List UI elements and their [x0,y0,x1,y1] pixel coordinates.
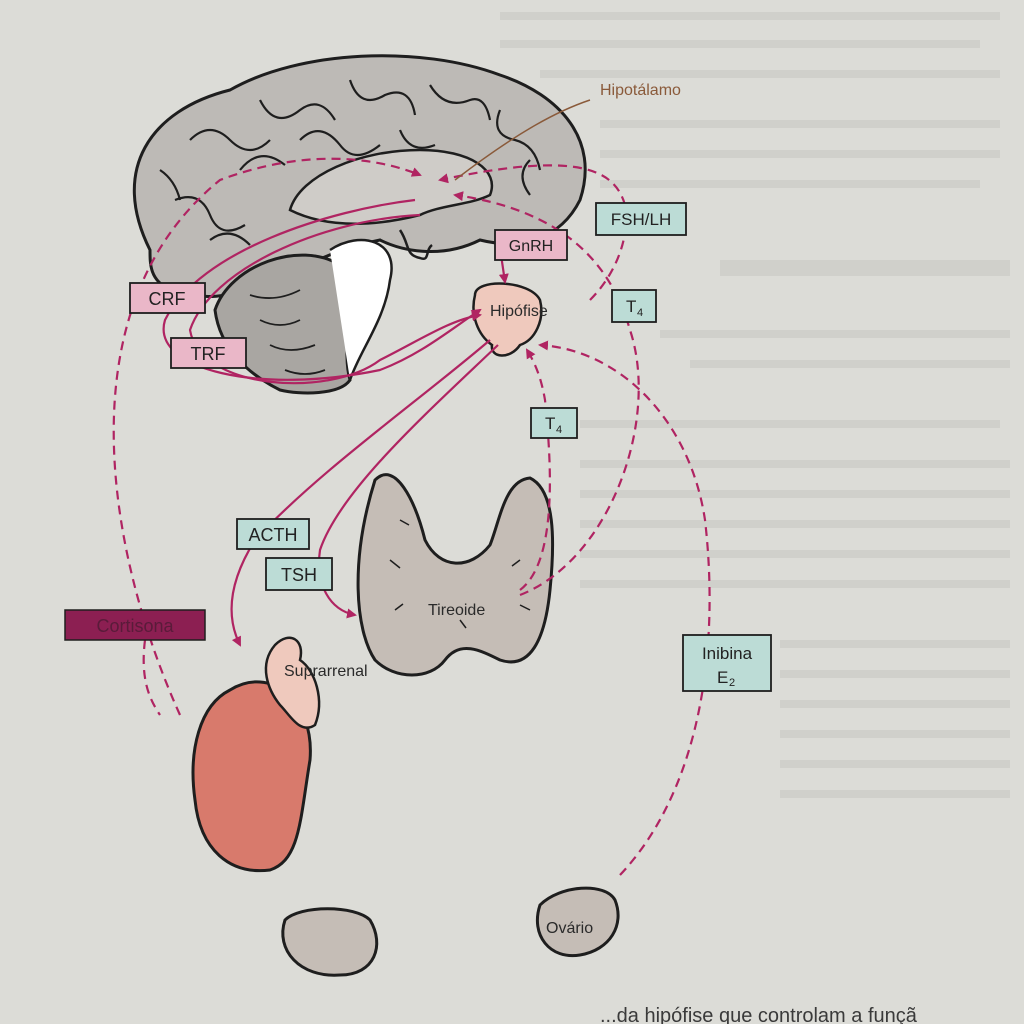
box-fsh-lh-label: FSH/LH [611,210,671,229]
pituitary-gland [472,282,543,357]
thyroid-gland [356,473,555,677]
label-hipotalamo: Hipotálamo [600,82,681,99]
box-cortisona-label: Cortisona [96,616,174,636]
box-t4-top-label: T [626,297,636,316]
label-hipofise: Hipófise [490,303,548,320]
ovary-right [535,886,620,958]
box-tsh: TSH [265,557,333,591]
hypothalamus-leader-line [454,99,591,181]
box-acth: ACTH [236,518,310,550]
brain [132,54,587,298]
background-page-text [500,12,1010,798]
box-trf: TRF [170,337,247,369]
box-e2-label: E [717,668,728,687]
box-t4-mid-sub: 4 [556,424,562,436]
box-fsh-lh: FSH/LH [595,202,687,236]
box-cortisona: Cortisona [64,609,206,641]
adrenal-gland [264,636,321,729]
box-t4-mid: T 4 [530,407,578,439]
box-gnrh-label: GnRH [509,238,553,255]
box-t4-mid-label: T [545,414,555,433]
box-t4-top: T 4 [611,289,657,323]
box-tsh-label: TSH [281,565,317,585]
box-inibina-label: Inibina [702,644,753,663]
page-caption: ...da hipófise que controlam a funçã [600,1005,918,1024]
box-e2-sub: 2 [729,677,735,689]
label-suprarrenal: Suprarrenal [284,663,368,680]
box-inibina-e2: Inibina E 2 [682,634,772,692]
box-trf-label: TRF [191,344,226,364]
box-crf-label: CRF [149,289,186,309]
box-t4-top-sub: 4 [637,307,643,319]
box-crf: CRF [129,282,206,314]
box-gnrh: GnRH [494,229,568,261]
label-ovario: Ovário [546,920,593,937]
cerebellum [213,238,393,395]
ovary-left [281,907,379,977]
label-tireoide: Tireoide [428,602,485,619]
box-acth-label: ACTH [249,525,298,545]
